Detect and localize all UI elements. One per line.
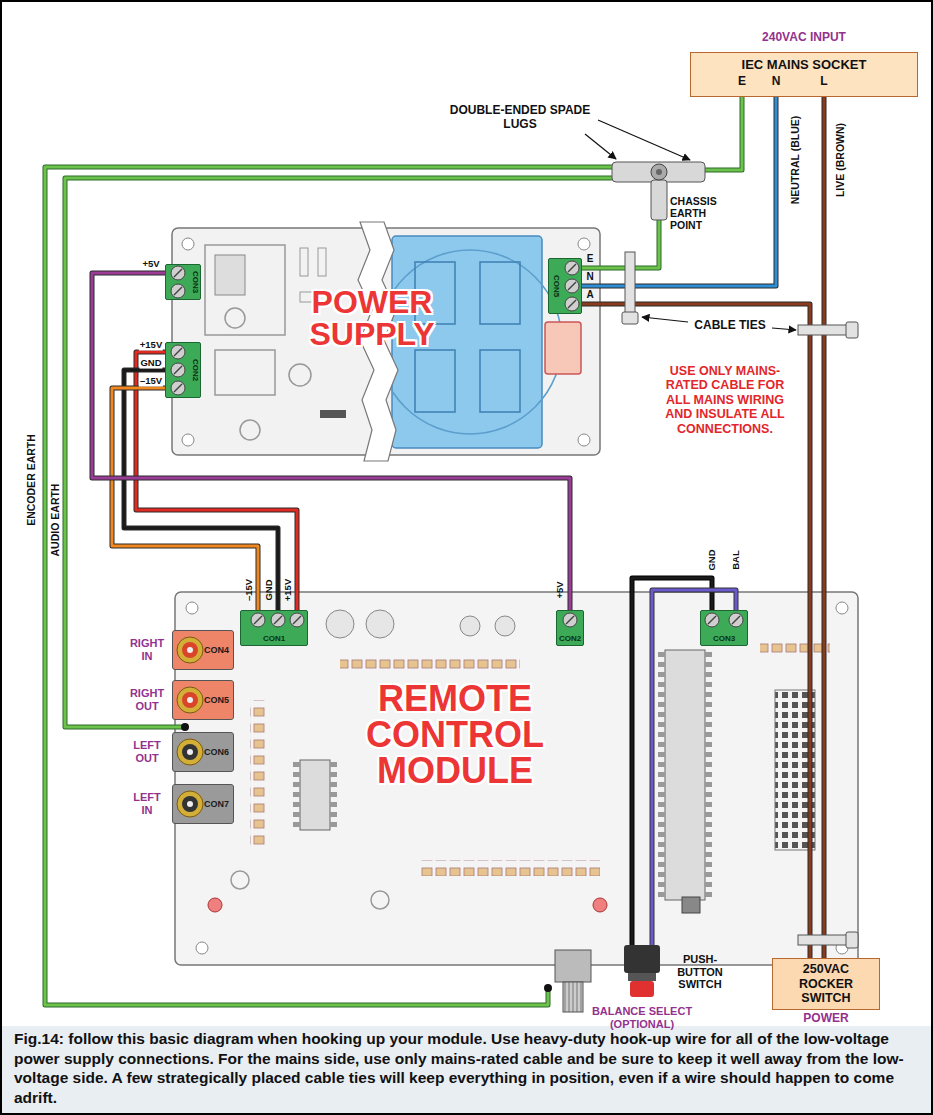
pin-name: E <box>738 75 746 89</box>
heading: RIGHT IN <box>127 637 167 662</box>
leader-line <box>585 120 796 330</box>
supply-wire <box>92 273 570 610</box>
rocker-switch: 250VAC ROCKER SWITCHPOWER <box>772 958 880 1010</box>
rca-socket: LEFT INCON7 <box>172 784 234 824</box>
signal-name: +5V <box>141 259 160 270</box>
wire-core <box>582 304 810 958</box>
signal-name: GND <box>707 549 718 570</box>
circuit-board: POWER SUPPLY CON3CON2 CON5 <box>172 228 600 455</box>
wire-name: NEUTRAL (BLUE) <box>789 116 801 204</box>
wire-outline <box>112 388 258 610</box>
warning-note: USE ONLY MAINS-RATED CABLE FOR ALL MAINS… <box>655 364 795 436</box>
pin-name: N <box>772 75 781 89</box>
terminal-block: CON3 <box>700 610 748 646</box>
wire-outline <box>822 97 827 958</box>
part-label: IEC MAINS SOCKET <box>691 58 917 73</box>
figure-caption: Fig.14: follow this basic diagram when h… <box>2 1026 931 1112</box>
callout: CHASSIS EARTH POINT <box>670 195 740 231</box>
signal-name: +15V <box>139 340 163 351</box>
part-label: POWER <box>773 1012 879 1026</box>
pin-name: A <box>586 289 593 301</box>
cable-tie <box>622 252 858 948</box>
signal-name: GND <box>139 358 162 369</box>
signal-name: GND <box>264 579 275 600</box>
wire-core <box>823 97 826 958</box>
earth-dot <box>544 984 552 992</box>
remote-control-pcb <box>175 592 858 965</box>
terminal-block: CON2 <box>165 342 201 398</box>
signal-name: +5V <box>555 581 566 598</box>
part-label: 250VAC ROCKER SWITCH <box>784 962 868 1005</box>
callout: CABLE TIES <box>690 319 770 333</box>
heading: 240VAC INPUT <box>671 31 933 45</box>
board-title: REMOTE CONTROL MODULE <box>320 681 590 789</box>
signal-name: BAL <box>731 550 742 570</box>
part-label: CON5 <box>204 695 229 705</box>
wire-outline <box>124 370 278 610</box>
pin-name: L <box>820 75 827 89</box>
encoder-symbol <box>555 950 591 1012</box>
earth-wires <box>45 96 742 1005</box>
part-label: CON3 <box>191 271 199 293</box>
ground-wire <box>124 370 278 610</box>
pin-name: E <box>587 253 594 265</box>
part-label: CON4 <box>204 645 229 655</box>
callout: DOUBLE-ENDED SPADE LUGS <box>445 104 595 132</box>
circuit-board: REMOTE CONTROL MODULE CON1 CON2 CON3 RIGHT I… <box>175 592 858 965</box>
part-label: CON1 <box>241 635 307 643</box>
wire-core <box>112 388 258 610</box>
live-wire <box>824 97 825 958</box>
part-label: CON5 <box>552 275 560 297</box>
signal-name: +15V <box>283 579 294 601</box>
wire-outline <box>582 304 810 958</box>
heading: LEFT IN <box>127 791 167 816</box>
wire-core <box>136 352 297 610</box>
mains-socket: 240VAC INPUTIEC MAINS SOCKET <box>690 52 918 97</box>
terminal-block: CON1 <box>240 610 308 646</box>
heading: LEFT OUT <box>127 739 167 764</box>
wire-name: AUDIO EARTH <box>49 484 61 557</box>
part-label: CON7 <box>204 799 229 809</box>
wire-name: LIVE (BROWN) <box>834 123 846 197</box>
neutral-wire <box>582 97 776 286</box>
part-label: CON2 <box>557 635 583 643</box>
wire-outline <box>582 97 776 286</box>
power-supply-pcb <box>172 222 600 461</box>
supply-wire <box>136 352 297 610</box>
terminal-block: CON2 <box>556 610 584 646</box>
rca-socket: LEFT OUTCON6 <box>172 732 234 772</box>
switched-live-wire <box>582 304 810 958</box>
terminal-block: CON5 <box>548 258 582 314</box>
signal-name: –15V <box>139 376 163 387</box>
part-note: BALANCE SELECT (OPTIONAL) <box>562 1005 722 1030</box>
wire-core <box>92 273 570 610</box>
heading: RIGHT OUT <box>127 687 167 712</box>
wire-outline <box>136 352 297 610</box>
wire-core <box>582 97 776 286</box>
push-button-symbol <box>624 945 660 997</box>
part-label: CON2 <box>191 359 199 381</box>
pin-name: N <box>586 271 593 283</box>
part-label: CON6 <box>204 747 229 757</box>
wire-core <box>124 370 278 610</box>
supply-wire <box>112 388 258 610</box>
part-label: CON3 <box>701 635 747 643</box>
earth-dot <box>181 723 189 731</box>
part-name: PUSH-BUTTON SWITCH <box>665 953 735 991</box>
board-title: POWER SUPPLY <box>262 286 482 350</box>
signal-name: –15V <box>244 579 255 601</box>
caption-ground <box>2 1026 931 1113</box>
terminal-block: CON3 <box>165 264 201 300</box>
rca-socket: RIGHT OUTCON5 <box>172 680 234 720</box>
rca-socket: RIGHT INCON4 <box>172 630 234 670</box>
wire-outline <box>92 273 570 610</box>
wire-name: ENCODER EARTH <box>25 434 37 526</box>
